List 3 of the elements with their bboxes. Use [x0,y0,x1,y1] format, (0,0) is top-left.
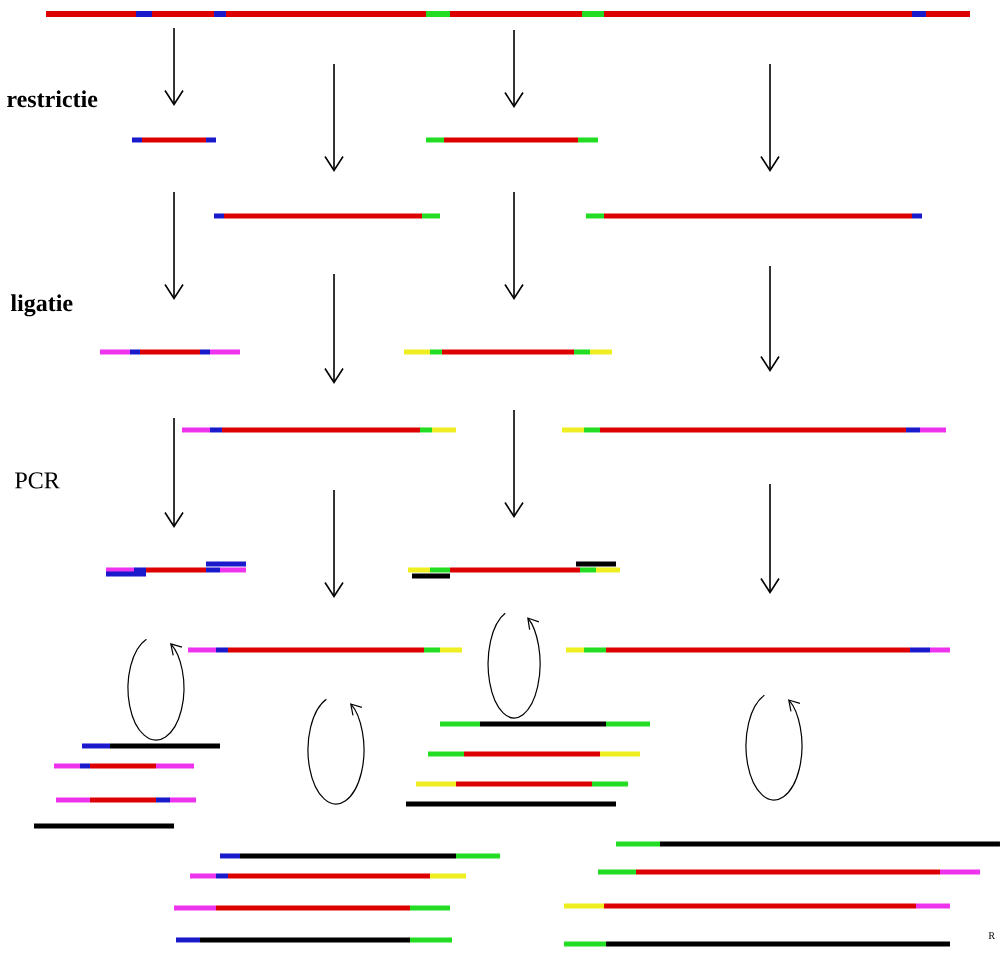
step-label: PCR [15,472,60,489]
step-label: ligatie [10,294,73,317]
step-label: restrictie [7,90,98,108]
